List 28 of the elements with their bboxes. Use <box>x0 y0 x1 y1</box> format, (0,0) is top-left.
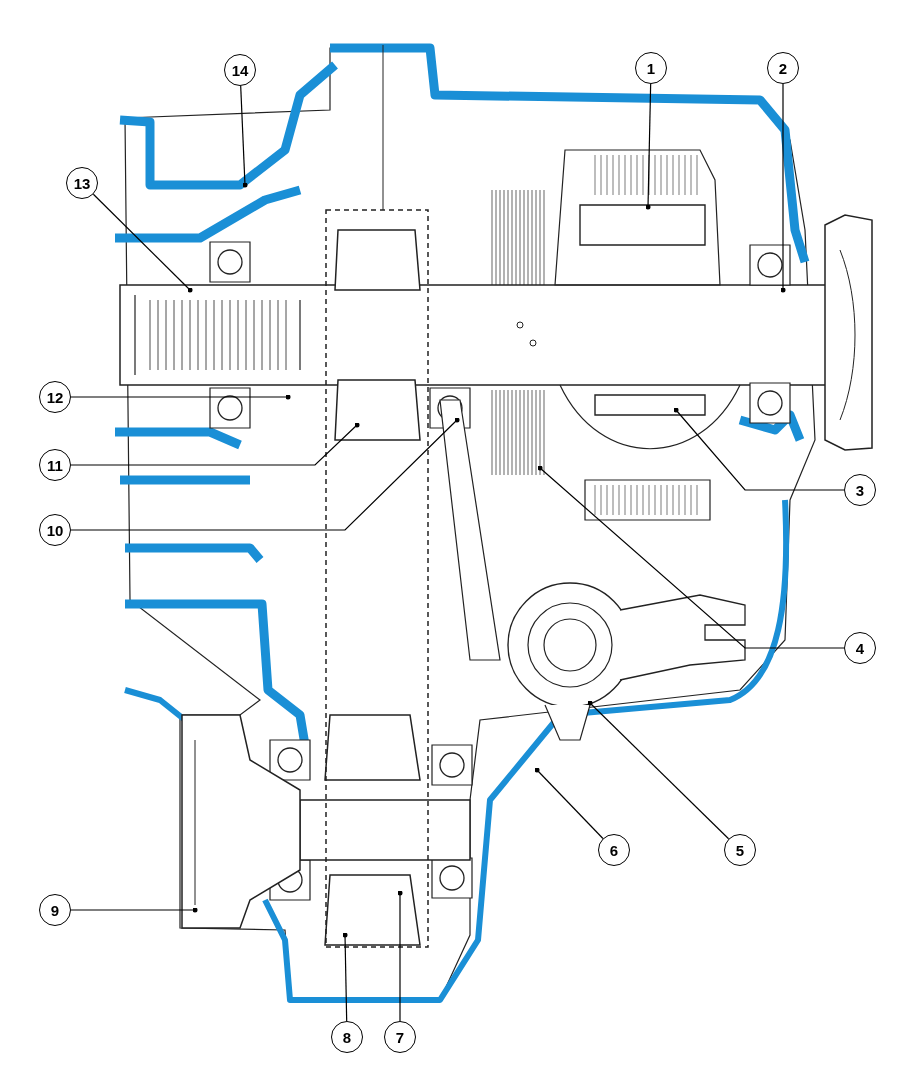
callout-number: 12 <box>39 381 71 413</box>
leader-line <box>587 700 730 840</box>
leader-line <box>397 890 403 1022</box>
leader-line <box>342 932 348 1022</box>
leader-line <box>240 85 248 188</box>
leader-line <box>645 83 652 210</box>
callout-number: 8 <box>331 1021 363 1053</box>
callout-number: 1 <box>635 52 667 84</box>
callout-number: 7 <box>384 1021 416 1053</box>
callout-number: 5 <box>724 834 756 866</box>
callout-number: 10 <box>39 514 71 546</box>
leader-line <box>70 394 291 400</box>
callout-number: 9 <box>39 894 71 926</box>
leader-line <box>534 767 604 840</box>
callout-number: 6 <box>598 834 630 866</box>
callout-number: 2 <box>767 52 799 84</box>
leader-line <box>92 193 193 293</box>
leader-line <box>70 907 198 913</box>
callout-number: 3 <box>844 474 876 506</box>
leader-line <box>70 417 460 531</box>
leader-line <box>70 422 360 466</box>
callout-number: 4 <box>844 632 876 664</box>
callout-number: 11 <box>39 449 71 481</box>
leader-line <box>780 83 786 293</box>
callout-number: 13 <box>66 167 98 199</box>
leader-line <box>537 465 845 649</box>
leader-line <box>673 407 845 491</box>
callout-number: 14 <box>224 54 256 86</box>
